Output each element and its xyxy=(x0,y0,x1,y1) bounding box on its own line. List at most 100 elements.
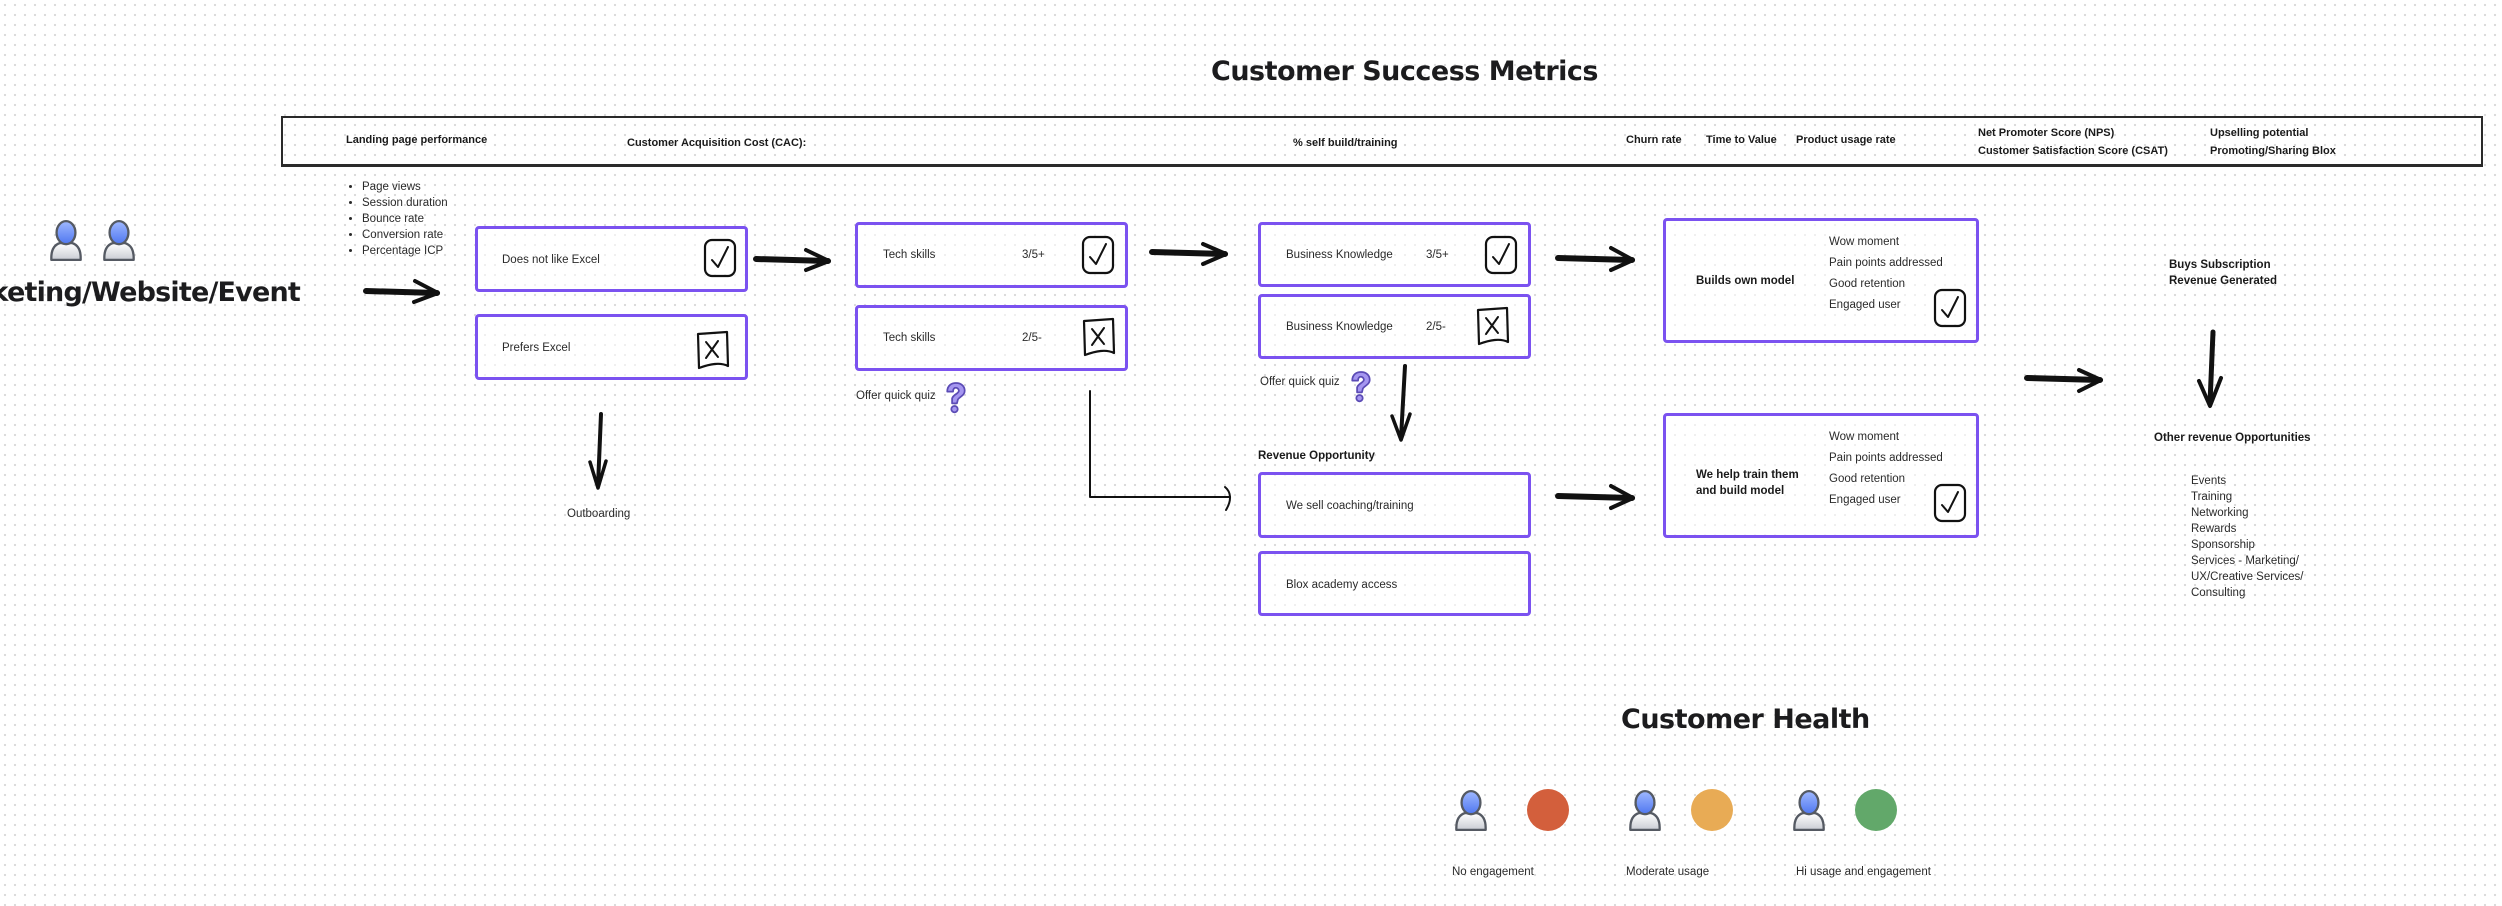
health-label: Moderate usage xyxy=(1626,866,1710,878)
health-dot-green xyxy=(1855,789,1897,831)
customer-health-title: Customer Health xyxy=(1621,704,1870,735)
card-label: Tech skills xyxy=(883,332,936,344)
list-item: Events xyxy=(2191,475,2227,487)
metric-upsell-group: Upselling potential Promoting/Sharing Bl… xyxy=(2210,124,2336,160)
metric-ttv: Time to Value xyxy=(1706,134,1777,146)
signal-item: Good retention xyxy=(1829,473,1906,485)
quiz-label: Offer quick quiz xyxy=(1260,376,1340,388)
metrics-header-box xyxy=(281,116,2483,167)
card-does-not-like-excel[interactable]: Does not like Excel xyxy=(475,226,748,292)
card-label: Tech skills xyxy=(883,249,936,261)
list-item: Conversion rate xyxy=(362,227,448,243)
user-icon xyxy=(48,218,84,262)
other-revenue-list: Events Training Networking Rewards Spons… xyxy=(2191,473,2303,601)
card-sell-coaching[interactable]: We sell coaching/training xyxy=(1258,472,1531,538)
outboarding-label: Outboarding xyxy=(567,508,631,520)
card-label: Blox academy access xyxy=(1286,579,1398,591)
card-label: Business Knowledge xyxy=(1286,249,1393,261)
list-item: Sponsorship xyxy=(2191,539,2255,551)
card-label: Does not like Excel xyxy=(502,254,600,266)
card-business-knowledge-low[interactable]: Business Knowledge 2/5- xyxy=(1258,294,1531,359)
subscription-block: Buys Subscription Revenue Generated xyxy=(2169,257,2277,289)
check-icon xyxy=(1080,234,1116,276)
arrow-right-icon xyxy=(1555,484,1635,510)
question-mark-icon[interactable] xyxy=(1348,370,1372,403)
score: 3/5+ xyxy=(1022,249,1045,261)
outcome-title: Builds own model xyxy=(1696,275,1795,287)
metric-upsell: Upselling potential xyxy=(2210,127,2309,139)
source-label: Marketing/Website/Event xyxy=(0,277,301,308)
health-dot-orange xyxy=(1691,789,1733,831)
metric-nps-csat: Net Promoter Score (NPS) Customer Satisf… xyxy=(1978,124,2168,160)
page-title: Customer Success Metrics xyxy=(1211,56,1599,87)
metric-landing-page: Landing page performance xyxy=(346,134,488,146)
user-icon xyxy=(1453,788,1489,832)
metric-promoting: Promoting/Sharing Blox xyxy=(2210,145,2336,157)
arrow-down-icon xyxy=(2197,329,2223,408)
question-mark-icon[interactable] xyxy=(943,381,967,414)
card-blox-academy[interactable]: Blox academy access xyxy=(1258,551,1531,616)
card-prefers-excel[interactable]: Prefers Excel xyxy=(475,314,748,380)
arrow-head xyxy=(588,459,608,490)
outcome-title-line: and build model xyxy=(1696,485,1785,497)
card-builds-own-model[interactable]: Builds own model Wow moment Pain points … xyxy=(1663,218,1979,343)
list-item: Rewards xyxy=(2191,523,2237,535)
metric-nps: Net Promoter Score (NPS) xyxy=(1978,127,2115,139)
user-icon xyxy=(101,218,137,262)
cross-icon xyxy=(694,329,730,371)
other-revenue-heading: Other revenue Opportunities xyxy=(2154,432,2311,444)
check-icon xyxy=(1932,287,1968,329)
check-icon xyxy=(1483,234,1519,276)
list-item: Consulting xyxy=(2191,587,2246,599)
score: 2/5- xyxy=(1426,321,1446,333)
arrow-right-icon xyxy=(753,248,831,272)
list-item: UX/Creative Services/ xyxy=(2191,571,2304,583)
arrow-down-icon xyxy=(596,412,603,488)
list-item: Networking xyxy=(2191,507,2249,519)
metric-self-build: % self build/training xyxy=(1293,137,1398,149)
user-icon xyxy=(1791,788,1827,832)
signal-list: Wow moment Pain points addressed Good re… xyxy=(1829,232,1943,316)
signal-item: Wow moment xyxy=(1829,431,1900,443)
subscription-line: Buys Subscription xyxy=(2169,259,2271,271)
check-icon xyxy=(1932,482,1968,524)
score: 2/5- xyxy=(1022,332,1042,344)
signal-item: Pain points addressed xyxy=(1829,257,1943,269)
card-label: Prefers Excel xyxy=(502,342,571,354)
signal-item: Good retention xyxy=(1829,278,1906,290)
card-label: We sell coaching/training xyxy=(1286,500,1414,512)
signal-item: Wow moment xyxy=(1829,236,1900,248)
metric-churn: Churn rate xyxy=(1626,134,1682,146)
arrow-right-icon xyxy=(1555,246,1635,272)
arrow-right-icon xyxy=(1149,242,1228,266)
landing-metrics-list: Page views Session duration Bounce rate … xyxy=(348,179,448,259)
outcome-title: We help train them and build model xyxy=(1696,467,1799,499)
arrow-down-icon xyxy=(1390,364,1412,442)
signal-item: Engaged user xyxy=(1829,299,1901,311)
signal-item: Pain points addressed xyxy=(1829,452,1943,464)
card-tech-skills-high[interactable]: Tech skills 3/5+ xyxy=(855,222,1128,288)
signal-list: Wow moment Pain points addressed Good re… xyxy=(1829,427,1943,511)
arrow-right-icon xyxy=(2024,368,2103,393)
arrow-right-icon xyxy=(363,279,440,304)
check-icon xyxy=(702,237,738,279)
metric-csat: Customer Satisfaction Score (CSAT) xyxy=(1978,145,2168,157)
user-icon xyxy=(1627,788,1663,832)
quiz-label: Offer quick quiz xyxy=(856,390,936,402)
card-tech-skills-low[interactable]: Tech skills 2/5- xyxy=(855,305,1128,371)
health-label: No engagement xyxy=(1452,866,1534,878)
health-dot-red xyxy=(1527,789,1569,831)
card-label: Business Knowledge xyxy=(1286,321,1393,333)
list-item: Training xyxy=(2191,491,2233,503)
signal-item: Engaged user xyxy=(1829,494,1901,506)
cross-icon xyxy=(1080,316,1116,358)
card-business-knowledge-high[interactable]: Business Knowledge 3/5+ xyxy=(1258,222,1531,287)
health-label: Hi usage and engagement xyxy=(1796,866,1931,878)
list-item: Bounce rate xyxy=(362,211,448,227)
outcome-title-line: We help train them xyxy=(1696,469,1799,481)
card-we-help-train[interactable]: We help train them and build model Wow m… xyxy=(1663,413,1979,538)
list-item: Percentage ICP xyxy=(362,243,448,259)
list-item: Services - Marketing/ xyxy=(2191,555,2300,567)
revenue-generated-line: Revenue Generated xyxy=(2169,275,2278,287)
list-item: Session duration xyxy=(362,195,448,211)
